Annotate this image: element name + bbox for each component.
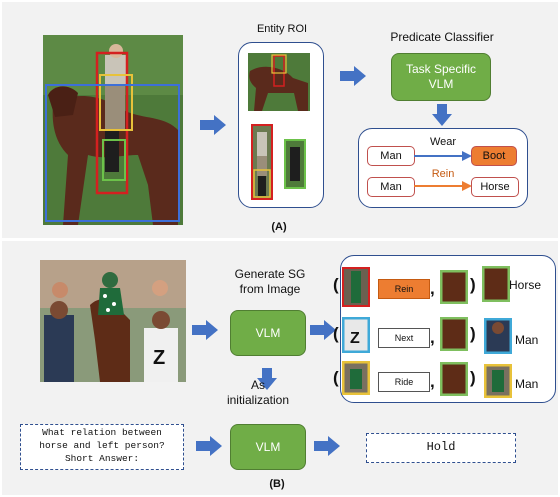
caption-a: (A)	[271, 221, 287, 233]
roi-crop-horse	[248, 53, 310, 111]
predicate-label: Next	[378, 328, 430, 348]
relation-object: Boot	[471, 146, 517, 166]
arrow-right-icon	[200, 115, 226, 135]
object-thumb	[440, 362, 468, 396]
arrow-right-icon	[314, 436, 340, 456]
object-label: Man	[515, 333, 539, 347]
close-paren: )	[470, 275, 476, 294]
subject-thumb	[342, 267, 370, 307]
vlm-box: VLM	[230, 310, 306, 356]
subject-thumb	[342, 361, 370, 395]
object-label: Man	[515, 377, 539, 391]
object-thumb	[484, 364, 512, 398]
comma: ,	[430, 328, 435, 347]
object-thumb	[484, 318, 512, 354]
predicate-classifier-label: Predicate Classifier	[390, 30, 494, 44]
object-thumb	[440, 270, 468, 304]
close-paren: )	[470, 368, 476, 387]
bbox-boot-region	[99, 74, 133, 131]
arrow-right-icon	[310, 320, 336, 340]
answer-box	[366, 433, 516, 463]
horse-rider-image	[43, 35, 183, 225]
relation-predicate: Rein	[431, 168, 455, 180]
open-paren: (	[333, 324, 339, 343]
svg-text:Z: Z	[153, 347, 165, 369]
caption-b: (B)	[269, 478, 285, 490]
arrow-down-icon	[432, 104, 452, 126]
entity-roi-label: Entity ROI	[256, 23, 308, 35]
open-paren: (	[333, 368, 339, 387]
open-paren: (	[333, 275, 339, 294]
query-text: What relation between horse and left per…	[39, 427, 165, 464]
svg-text:Z: Z	[350, 330, 360, 347]
comma: ,	[430, 279, 435, 298]
comma: ,	[430, 372, 435, 391]
arrow-right-icon	[196, 436, 222, 456]
relation-subject: Man	[367, 146, 415, 166]
arrow-right-icon	[340, 66, 366, 86]
relation-arrow	[414, 151, 472, 161]
relation-subject: Man	[367, 177, 415, 197]
predicate-label: Rein	[378, 279, 430, 299]
object-label: Horse	[509, 278, 542, 292]
task-specific-vlm-box: Task Specific VLM	[391, 53, 491, 101]
subject-thumb: Z	[342, 317, 370, 353]
relation-arrow	[414, 181, 472, 191]
close-paren: )	[470, 324, 476, 343]
arrow-down-icon	[257, 368, 277, 390]
answer-text: Hold	[426, 440, 456, 454]
roi-crop-boot	[284, 139, 306, 189]
as-initialization-label: As initialization	[226, 378, 290, 407]
arrow-right-icon	[192, 320, 218, 340]
query-box	[20, 424, 184, 470]
roi-crop-man	[251, 124, 273, 200]
vlm-box: VLM	[230, 424, 306, 470]
object-thumb	[482, 266, 510, 302]
generate-sg-label: Generate SG from Image	[234, 267, 306, 296]
relation-predicate: Wear	[429, 136, 457, 148]
relation-object: Horse	[471, 177, 519, 197]
jockey-horse-image: Z	[40, 260, 186, 382]
predicate-label: Ride	[378, 372, 430, 392]
bbox-horse	[45, 84, 180, 222]
bbox-man	[95, 51, 129, 195]
object-thumb	[440, 317, 468, 351]
